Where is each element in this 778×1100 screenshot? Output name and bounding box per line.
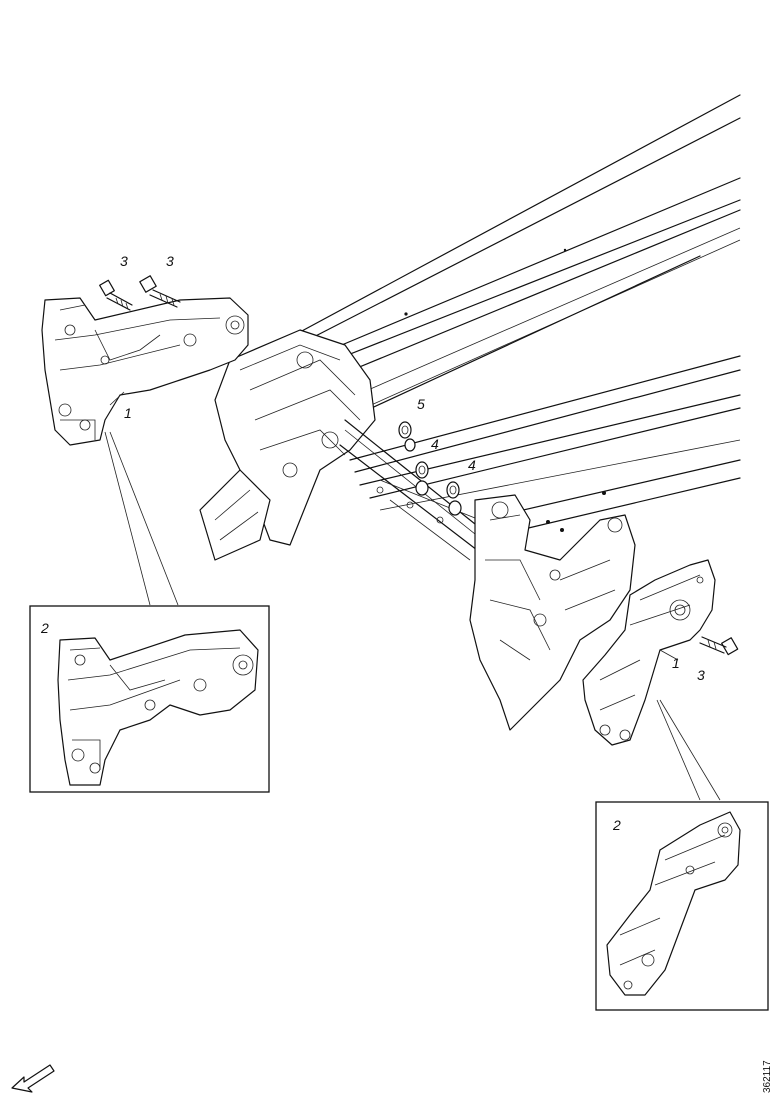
reference-number: 362117 xyxy=(762,1060,773,1093)
callout-washer-b: 4 xyxy=(468,457,476,473)
bolt-left-a xyxy=(99,279,133,311)
nut xyxy=(398,421,416,452)
frame-rear-joint xyxy=(469,494,636,731)
callout-bracket-left: 1 xyxy=(124,405,132,421)
bolt-right xyxy=(699,636,739,656)
callout-detail-right: 2 xyxy=(612,817,621,833)
frame-cross-member xyxy=(199,329,496,561)
leader-lines xyxy=(104,391,721,801)
callout-washer-a: 4 xyxy=(431,436,439,452)
bracket-right-mounted xyxy=(582,559,716,746)
bolt-left-b xyxy=(139,275,181,308)
washer-a xyxy=(415,461,429,496)
washer-b xyxy=(446,481,462,516)
bracket-left-mounted xyxy=(41,297,249,446)
frame-rail-upper xyxy=(299,94,741,419)
direction-arrow-icon xyxy=(11,1064,55,1093)
callout-detail-left: 2 xyxy=(40,620,49,636)
detail-box-left xyxy=(29,605,270,793)
callout-bolt-right: 3 xyxy=(697,667,705,683)
callout-nut: 5 xyxy=(417,396,425,412)
detail-box-right xyxy=(595,801,769,1011)
callout-bolt-left-a: 3 xyxy=(120,253,128,269)
callout-bolt-left-b: 3 xyxy=(166,253,174,269)
callout-bracket-right: 1 xyxy=(672,655,680,671)
